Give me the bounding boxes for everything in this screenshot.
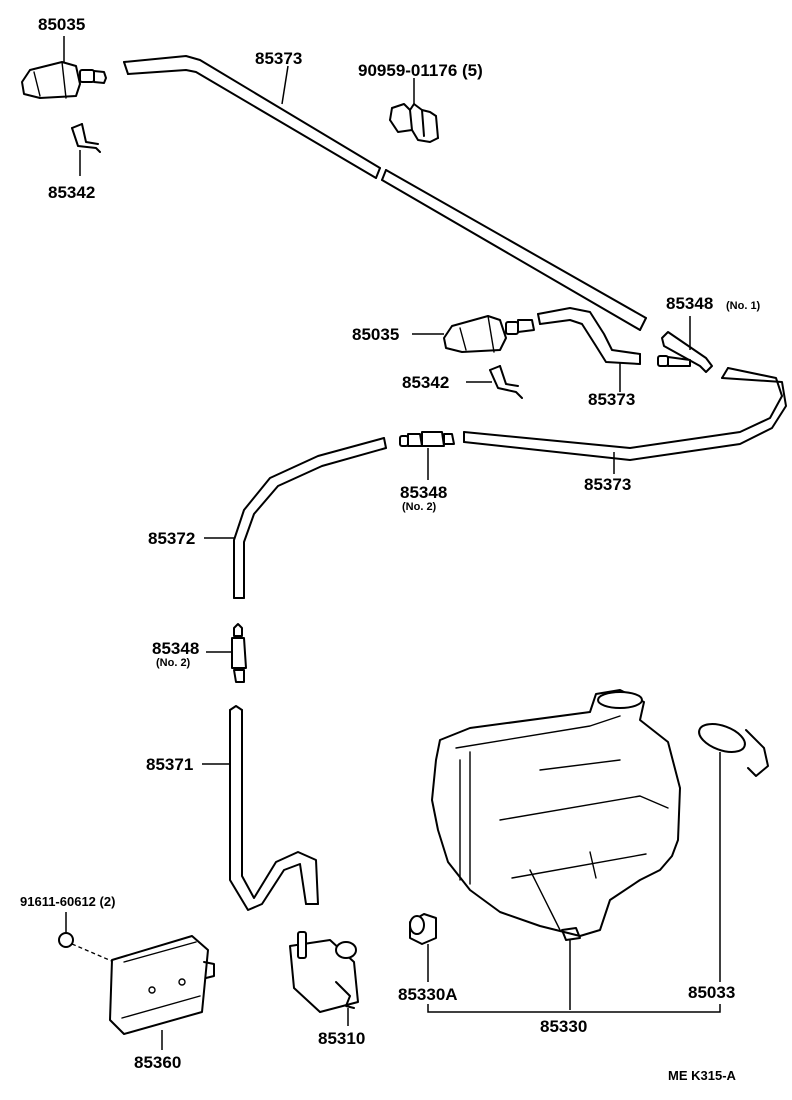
pump-bracket[interactable] (109, 935, 215, 1050)
label-hose-right: 85373 (584, 475, 631, 494)
check-valve-no2-lower[interactable] (206, 623, 247, 683)
label-valve-no2-upper-number: 85348 (400, 483, 447, 502)
label-clip-top: 85342 (48, 183, 95, 202)
label-bracket: 85360 (134, 1053, 181, 1072)
label-clamp: 90959-01176 (5) (358, 61, 483, 80)
washer-pump[interactable] (289, 931, 359, 1026)
label-tank: 85330 (540, 1017, 587, 1036)
hose-clamp[interactable] (389, 78, 439, 143)
pump-grommet[interactable] (409, 913, 437, 982)
label-hose-mid: 85373 (588, 390, 635, 409)
washer-hose-lower[interactable] (202, 705, 319, 911)
nozzle-clip-mid[interactable] (466, 365, 523, 399)
washer-hose-right[interactable] (463, 367, 787, 474)
label-valve-no2-lower-number: 85348 (152, 639, 199, 658)
label-nozzle-top: 85035 (38, 15, 85, 34)
washer-hose-mid[interactable] (537, 307, 641, 392)
washer-hose-top[interactable] (123, 55, 647, 331)
label-valve-no1-number: 85348 (666, 294, 713, 313)
drawing-code: ME K315-A (668, 1068, 737, 1083)
label-valve-no2-lower-sub: (No. 2) (156, 657, 191, 669)
label-bolt: 91611-60612 (2) (20, 894, 115, 909)
label-hose-top: 85373 (255, 49, 302, 68)
washer-hose-left[interactable] (204, 437, 387, 599)
label-clip-mid: 85342 (402, 373, 449, 392)
label-cap: 85033 (688, 983, 735, 1002)
label-pump: 85310 (318, 1029, 365, 1048)
check-valve-no2-upper[interactable] (399, 431, 455, 480)
washer-tank[interactable] (431, 689, 681, 1010)
check-valve-no1[interactable] (657, 316, 713, 373)
label-valve-no2-upper-sub: (No. 2) (402, 501, 437, 513)
tank-cap[interactable] (695, 719, 769, 982)
nozzle-clip-top[interactable] (71, 123, 101, 176)
label-hose-lower: 85371 (146, 755, 193, 774)
label-valve-no1-sub: (No. 1) (726, 300, 761, 312)
label-grommet: 85330A (398, 985, 458, 1004)
washer-nozzle-mid[interactable] (412, 315, 535, 353)
label-nozzle-mid: 85035 (352, 325, 399, 344)
tank-assembly-bracket-line (427, 1004, 721, 1013)
washer-nozzle-top[interactable] (21, 36, 107, 99)
label-hose-left: 85372 (148, 529, 195, 548)
